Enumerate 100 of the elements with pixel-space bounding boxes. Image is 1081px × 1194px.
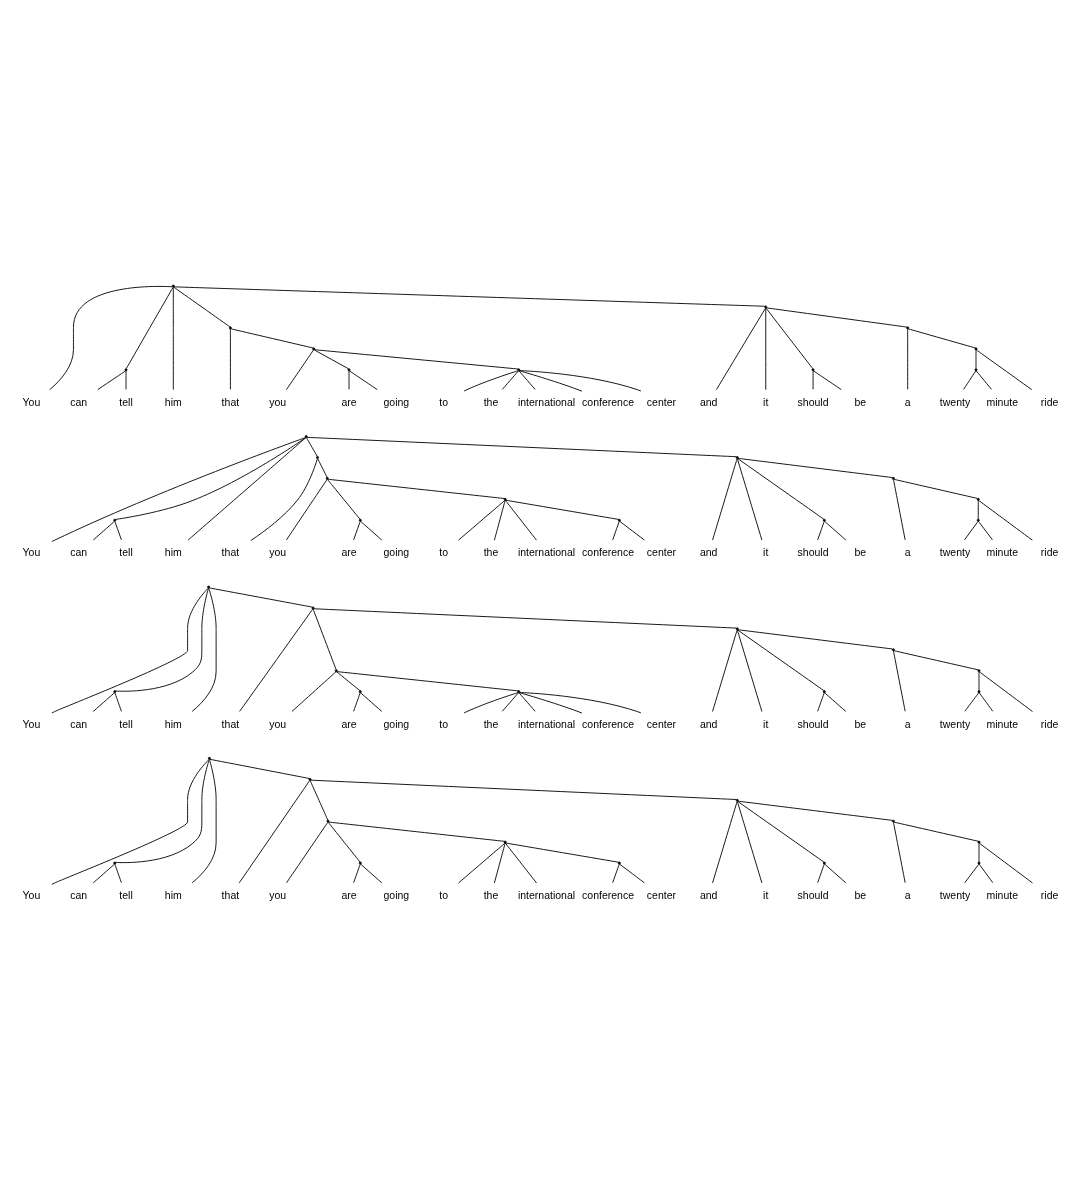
connector xyxy=(893,821,906,883)
connector xyxy=(250,457,318,541)
connector xyxy=(765,307,814,369)
connector xyxy=(619,863,645,883)
connector xyxy=(893,478,978,499)
connector xyxy=(353,520,361,540)
connector xyxy=(209,758,310,779)
connector xyxy=(715,307,766,390)
node-text: going xyxy=(383,888,410,901)
connector xyxy=(964,691,980,712)
connector xyxy=(187,436,307,540)
connector xyxy=(51,758,210,885)
node-text: you xyxy=(269,545,287,558)
connector xyxy=(893,649,979,670)
node-point xyxy=(974,367,978,371)
connector xyxy=(114,691,122,712)
node-point xyxy=(113,689,117,693)
connector xyxy=(612,863,620,883)
connector xyxy=(712,800,738,883)
node-point xyxy=(171,284,175,288)
connector xyxy=(975,349,977,369)
node-text: conference xyxy=(582,888,635,901)
node-text: conference xyxy=(582,717,635,730)
connector xyxy=(737,800,893,821)
connector xyxy=(813,370,842,390)
connector xyxy=(317,457,328,478)
node-point xyxy=(976,497,980,501)
node-text: can xyxy=(70,717,88,730)
node-text: to xyxy=(439,717,449,730)
node-point xyxy=(325,476,329,480)
connector xyxy=(336,671,361,691)
node-point xyxy=(207,585,211,588)
connector xyxy=(51,587,209,713)
node-text: ride xyxy=(1040,395,1059,408)
node-text: You xyxy=(22,395,41,408)
node-point xyxy=(891,819,895,823)
node-text: going xyxy=(383,395,410,408)
node-text: should xyxy=(797,888,829,901)
node-text: are xyxy=(341,395,357,408)
connector xyxy=(327,478,505,499)
connector xyxy=(49,285,173,390)
connector xyxy=(360,691,383,712)
connector xyxy=(92,863,115,883)
connector xyxy=(353,691,361,712)
node-point xyxy=(735,626,739,630)
connector xyxy=(737,628,893,649)
node-text: a xyxy=(904,888,911,901)
node-text: him xyxy=(164,395,182,408)
node-text: conference xyxy=(582,395,635,408)
node-point xyxy=(503,840,507,844)
node-text: it xyxy=(763,545,769,558)
node-point xyxy=(358,689,362,693)
connector xyxy=(737,629,825,691)
connector xyxy=(238,779,311,883)
connector xyxy=(286,821,329,883)
connector xyxy=(824,863,847,883)
connector xyxy=(893,650,906,712)
connector xyxy=(286,478,328,540)
connector xyxy=(519,691,642,713)
connector xyxy=(327,478,361,520)
node-point xyxy=(822,689,826,693)
connector xyxy=(313,607,737,629)
connector xyxy=(712,629,738,712)
node-point xyxy=(617,861,621,865)
node-text: minute xyxy=(986,395,1019,408)
node-point xyxy=(312,346,316,350)
node-point xyxy=(764,305,768,308)
node-text: You xyxy=(22,717,41,730)
node-point xyxy=(311,606,315,609)
connector xyxy=(812,370,814,390)
node-text: twenty xyxy=(939,395,971,408)
node-point xyxy=(113,861,117,865)
connector xyxy=(737,457,893,478)
connector xyxy=(824,520,847,540)
connector xyxy=(976,349,1033,390)
connector xyxy=(353,863,361,883)
node-text: center xyxy=(646,717,676,730)
connector xyxy=(501,370,519,390)
connector xyxy=(172,286,174,390)
node-point xyxy=(316,455,319,459)
node-text: can xyxy=(70,545,88,558)
node-point xyxy=(977,840,981,844)
node-point xyxy=(358,518,362,522)
node-text: tell xyxy=(119,545,133,558)
node-text: You xyxy=(22,545,41,558)
node-text: international xyxy=(517,888,576,901)
node-point xyxy=(517,689,521,693)
node-text: are xyxy=(341,888,357,901)
connector xyxy=(493,499,506,541)
connector xyxy=(239,608,314,712)
connector xyxy=(114,520,122,540)
node-text: should xyxy=(797,717,829,730)
node-text: be xyxy=(854,717,867,730)
node-point xyxy=(811,367,815,371)
node-point xyxy=(617,518,621,522)
node-text: to xyxy=(439,545,449,558)
connector xyxy=(285,349,314,390)
node-text: twenty xyxy=(939,888,971,901)
node-point xyxy=(906,326,910,329)
node-text: the xyxy=(483,395,499,408)
